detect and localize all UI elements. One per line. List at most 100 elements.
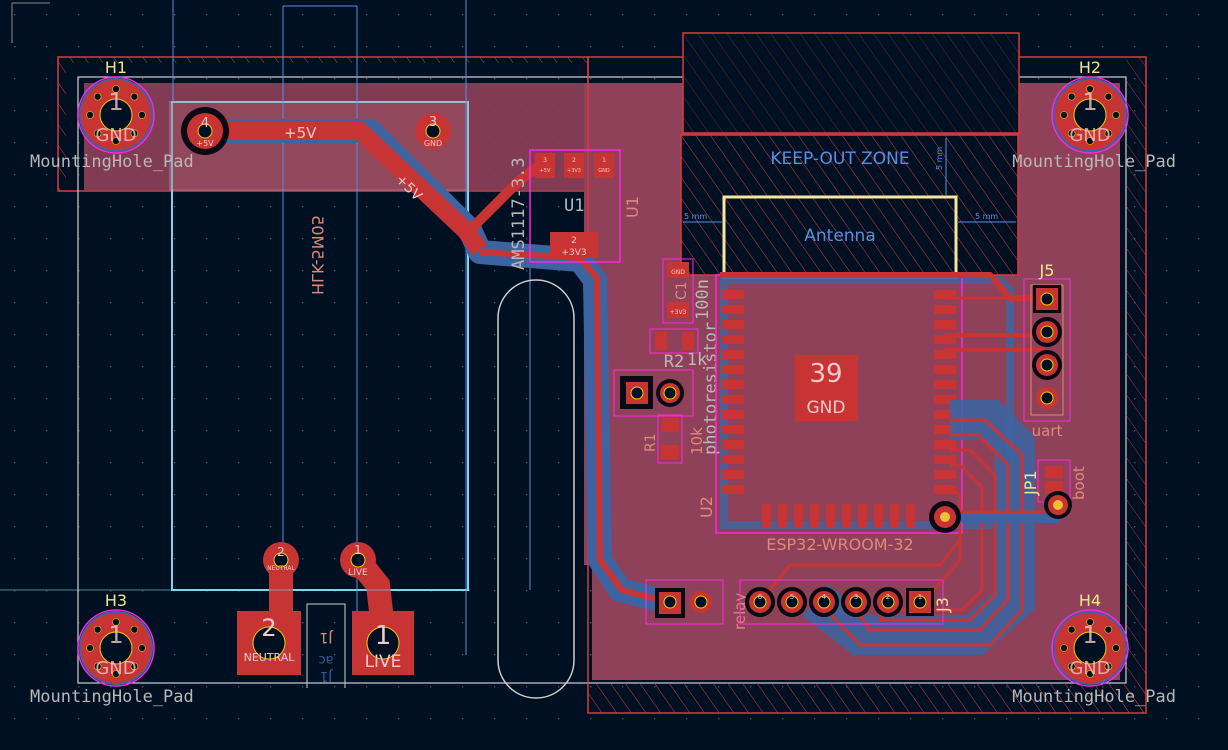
- r2-courtyard: [649, 328, 699, 354]
- hole-pad-number: 1: [1082, 621, 1097, 649]
- esp32-pad[interactable]: [934, 335, 956, 344]
- esp32-pad[interactable]: [906, 504, 915, 528]
- hole-value: MountingHole_Pad: [30, 687, 194, 707]
- svg-text:+3V3: +3V3: [567, 168, 581, 174]
- esp32-pad[interactable]: [722, 305, 744, 314]
- svg-text:39: 39: [809, 359, 842, 389]
- hole-value: MountingHole_Pad: [1012, 152, 1176, 172]
- trace-5v[interactable]: [205, 122, 488, 256]
- r2-pad-1[interactable]: [655, 332, 667, 350]
- ac-connector-outline: [306, 603, 346, 688]
- esp32-pad[interactable]: [722, 365, 744, 374]
- esp32-pad[interactable]: [722, 380, 744, 389]
- esp32-pad[interactable]: [934, 410, 956, 419]
- c1-value: 100n: [693, 279, 713, 320]
- esp32-pad[interactable]: [722, 410, 744, 419]
- boot-jumper-pad-1[interactable]: [1045, 466, 1063, 478]
- svg-text:ac: ac: [318, 652, 333, 667]
- svg-text:U1: U1: [623, 196, 642, 218]
- esp32-pad[interactable]: [762, 504, 771, 528]
- esp32-pad[interactable]: [934, 455, 956, 464]
- esp32-gnd-pad[interactable]: [795, 355, 858, 421]
- photoresistor-courtyard: [613, 369, 694, 417]
- svg-text:NEUTRAL: NEUTRAL: [244, 651, 296, 664]
- esp32-pad[interactable]: [810, 504, 819, 528]
- u1-pad-2[interactable]: [564, 153, 584, 178]
- r2-pad-2[interactable]: [682, 332, 694, 350]
- esp32-pad[interactable]: [890, 504, 899, 528]
- r1-courtyard: [657, 414, 683, 464]
- j3-pin-label: 5: [790, 593, 794, 601]
- hole-pad-number: 1: [108, 621, 123, 649]
- svg-text:5 mm: 5 mm: [975, 212, 998, 221]
- svg-text:+5V: +5V: [284, 124, 317, 142]
- uart-ref: J5: [1039, 261, 1055, 280]
- r1-pad-1[interactable]: [661, 445, 679, 459]
- svg-text:4: 4: [201, 116, 209, 131]
- esp32-pad[interactable]: [934, 440, 956, 449]
- esp32-pad[interactable]: [934, 305, 956, 314]
- esp32-pad[interactable]: [722, 350, 744, 359]
- esp32-pad[interactable]: [934, 470, 956, 479]
- slot-cutout: [497, 279, 575, 699]
- esp32-pad[interactable]: [934, 395, 956, 404]
- boot-jumper-value: boot: [1070, 466, 1088, 500]
- j3-courtyard: [739, 579, 944, 625]
- esp32-pad[interactable]: [934, 485, 956, 494]
- r1-ref: R1: [643, 433, 659, 452]
- u1-pad-1[interactable]: [594, 153, 614, 178]
- boot-jumper-pad-2[interactable]: [1045, 481, 1063, 493]
- esp32-pad[interactable]: [858, 504, 867, 528]
- hole-net-label: GND: [95, 658, 136, 679]
- c1-pad-1[interactable]: [667, 302, 689, 318]
- esp32-pad[interactable]: [722, 440, 744, 449]
- esp32-pad[interactable]: [722, 320, 744, 329]
- hole-net-label: GND: [1069, 658, 1110, 679]
- esp32-pad[interactable]: [722, 425, 744, 434]
- r1-pad-2[interactable]: [661, 418, 679, 432]
- boot-jumper-ref: JP1: [1021, 470, 1040, 496]
- hole-net-label: GND: [1069, 125, 1110, 146]
- esp32-pad[interactable]: [722, 290, 744, 299]
- esp32-pad[interactable]: [934, 425, 956, 434]
- esp32-pad[interactable]: [722, 335, 744, 344]
- u1-tab-pad[interactable]: [550, 232, 598, 258]
- svg-text:2: 2: [261, 614, 276, 642]
- uart-courtyard: [1023, 278, 1071, 422]
- hole-pad-number: 1: [108, 88, 123, 116]
- esp32-pad[interactable]: [934, 290, 956, 299]
- antenna-label: Antenna: [804, 226, 876, 246]
- svg-text:2: 2: [572, 157, 576, 164]
- u1-courtyard: [529, 149, 621, 263]
- hole-value: MountingHole_Pad: [1012, 687, 1176, 707]
- esp32-pad[interactable]: [722, 470, 744, 479]
- esp32-pad[interactable]: [934, 365, 956, 374]
- esp32-pad[interactable]: [778, 504, 787, 528]
- trace-bus-1[interactable]: [816, 418, 1024, 647]
- esp32-pad[interactable]: [934, 380, 956, 389]
- esp32-pad[interactable]: [934, 350, 956, 359]
- esp32-pad[interactable]: [722, 485, 744, 494]
- esp32-pad[interactable]: [722, 395, 744, 404]
- esp32-pad[interactable]: [794, 504, 803, 528]
- esp32-pad[interactable]: [874, 504, 883, 528]
- svg-text:GND: GND: [424, 139, 442, 148]
- j3-pin-label: 1: [918, 593, 922, 601]
- u1-pad-3[interactable]: [535, 153, 555, 178]
- esp32-pad[interactable]: [826, 504, 835, 528]
- svg-text:GND: GND: [598, 168, 610, 174]
- esp32-pad[interactable]: [842, 504, 851, 528]
- esp32-pad[interactable]: [934, 320, 956, 329]
- esp32-pad[interactable]: [722, 455, 744, 464]
- svg-text:J1: J1: [320, 668, 333, 683]
- svg-text:+3V3: +3V3: [670, 309, 687, 316]
- j1-ref-mirrored: J1: [319, 629, 333, 645]
- c1-pad-2[interactable]: [667, 262, 689, 278]
- hole-pad-number: 1: [1082, 88, 1097, 116]
- svg-text:LIVE: LIVE: [348, 568, 368, 578]
